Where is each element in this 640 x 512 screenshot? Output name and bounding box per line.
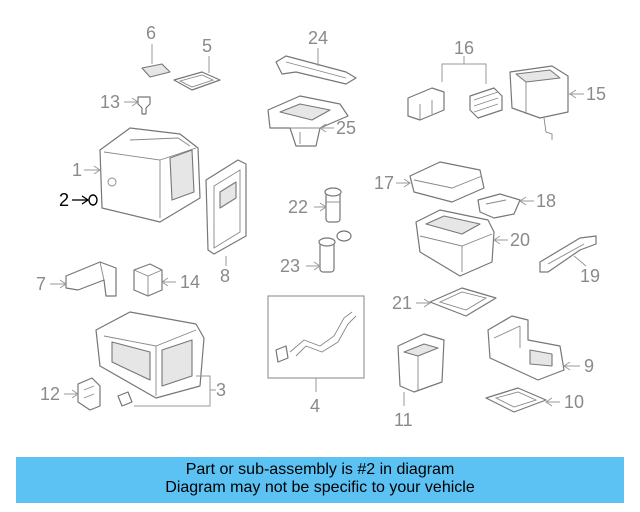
part-13-clip: [124, 96, 151, 115]
banner-line-2: Diagram may not be specific to your vehi…: [165, 479, 475, 496]
callout-18: 18: [536, 191, 556, 211]
callout-1: 1: [72, 160, 82, 180]
part-23-socket: [306, 230, 352, 273]
part-17-armrest-lid: [396, 161, 485, 203]
part-21-mat: [416, 287, 497, 317]
part-25-bracket-assembly: [267, 95, 349, 147]
info-banner: Part or sub-assembly is #2 in diagram Di…: [16, 457, 624, 503]
callout-4: 4: [310, 396, 320, 416]
part-24-cover-strip: [275, 48, 357, 85]
callout-24: 24: [308, 28, 328, 48]
part-12-clip: [64, 377, 101, 411]
part-2-highlighted: [72, 194, 98, 206]
part-10-mat: [485, 387, 560, 413]
part-22-socket: [314, 187, 342, 223]
callout-12: 12: [40, 384, 60, 404]
callout-13: 13: [100, 92, 120, 112]
callout-8: 8: [220, 266, 230, 286]
parts-diagram: 6 5 13 1 2 8: [36, 23, 606, 430]
part-16-vents: [407, 56, 503, 121]
part-15-storage-bin: [509, 65, 584, 140]
callout-3: 3: [216, 380, 226, 400]
callout-7: 7: [36, 274, 46, 294]
callout-22: 22: [288, 197, 308, 217]
callout-21: 21: [392, 293, 412, 313]
part-3-console-frame: [95, 311, 216, 407]
part-8-side-panel: [205, 159, 247, 266]
part-20-armrest-base: [415, 209, 508, 277]
part-18-bracket: [477, 193, 534, 219]
part-6-pad: [141, 44, 171, 78]
callout-9: 9: [584, 356, 594, 376]
part-1-console-body: [84, 127, 201, 223]
part-19-trim-strip: [539, 235, 597, 273]
callout-2: 2: [59, 190, 69, 210]
callout-16: 16: [454, 38, 474, 58]
callout-25: 25: [336, 118, 356, 138]
callout-15: 15: [586, 84, 606, 104]
part-7-bracket: [50, 261, 117, 297]
callout-17: 17: [374, 173, 394, 193]
part-5-mat: [173, 56, 221, 91]
callout-5: 5: [202, 36, 212, 56]
callout-6: 6: [146, 23, 156, 43]
callout-10: 10: [564, 392, 584, 412]
part-14-bracket: [133, 263, 176, 297]
callout-23: 23: [280, 256, 300, 276]
callout-14: 14: [180, 272, 200, 292]
part-11-box: [397, 333, 445, 406]
callout-20: 20: [510, 230, 530, 250]
callout-11: 11: [394, 410, 413, 430]
part-9-rear-panel: [487, 315, 580, 381]
banner-line-1: Part or sub-assembly is #2 in diagram: [185, 461, 455, 478]
part-4-wiring-harness: [267, 295, 365, 392]
callout-19: 19: [580, 266, 600, 286]
